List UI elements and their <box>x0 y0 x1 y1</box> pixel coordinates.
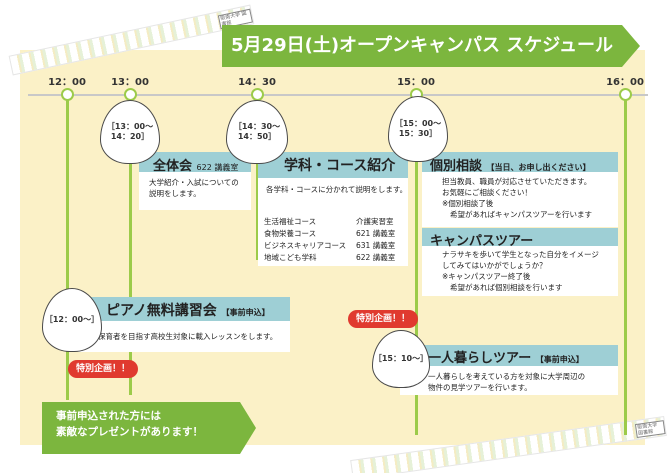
time-egg: ［12：00～］ <box>42 288 102 352</box>
note-line: 素敵なプレゼントがあります！ <box>56 426 203 438</box>
time-label: 15：00 <box>397 77 435 88</box>
time-marker <box>619 88 632 101</box>
time-egg: ［15：10～］ <box>372 330 430 388</box>
body-line: ※キャンパスツアー終了後 <box>442 272 531 281</box>
course-name: 地域こども学科 <box>264 253 317 262</box>
time-marker <box>61 88 74 101</box>
body-line: 物件の見学ツアーを行います。 <box>428 383 532 392</box>
hitorigurashi-card: 一人暮らしツアー 【事前申込】 一人暮らしを考えている方を対象に大学周辺の 物件… <box>400 345 618 395</box>
piano-title-text: ピアノ無料講習会 <box>106 303 217 319</box>
zentaikai-room: 622 講義室 <box>196 163 239 172</box>
kobetsu-title: 個別相談 【当日、お申し出ください】 <box>430 155 591 174</box>
time-line <box>129 90 132 395</box>
hitorigurashi-title-text: 一人暮らしツアー <box>428 351 532 366</box>
course-row: 食物栄養コース 621 講義室 <box>264 228 395 240</box>
time-label: 16：00 <box>606 77 644 88</box>
gakka-intro: 各学科・コースに分かれて説明をします。 <box>266 185 408 194</box>
zentaikai-title: 全体会 622 講義室 <box>153 155 238 174</box>
body-line: 大学紹介・入試についての <box>149 178 239 187</box>
special-event-badge: 特別企画！！ <box>68 360 139 378</box>
time-egg: ［13：00～ 14：20］ <box>100 100 160 164</box>
hitorigurashi-body: 一人暮らしを考えている方を対象に大学周辺の 物件の見学ツアーを行います。 <box>428 371 585 393</box>
piano-tag: 【事前申込】 <box>221 308 270 317</box>
card-inner <box>139 172 251 210</box>
time-label: 13：00 <box>111 77 149 88</box>
card-inner <box>422 172 618 227</box>
hitorigurashi-title: 一人暮らしツアー 【事前申込】 <box>428 347 584 366</box>
course-row: 地域こども学科 622 講義室 <box>264 252 395 264</box>
campus-tour-title: キャンパスツアー <box>430 234 534 249</box>
time-line <box>66 90 69 400</box>
zentaikai-body: 大学紹介・入試についての 説明をします。 <box>149 177 239 199</box>
tape-logo: 阪南大学 図書館 <box>634 420 666 439</box>
time-label: 12：00 <box>48 77 86 88</box>
course-table: 生活福祉コース 介護実習室 食物栄養コース 621 講義室 ビジネスキャリアコー… <box>264 216 395 264</box>
zentaikai-title-text: 全体会 <box>153 159 193 174</box>
piano-body: 保育者を目指す高校生対象に載入レッスンをします。 <box>98 332 278 341</box>
piano-card: ピアノ無料講習会 【事前申込】 保育者を目指す高校生対象に載入レッスンをします。 <box>78 297 290 352</box>
course-room: 631 講義室 <box>356 241 396 250</box>
kobetsu-card: 個別相談 【当日、お申し出ください】 担当教員、職員が対応させていただきます。 … <box>422 152 618 227</box>
time-egg: ［14：30～ 14：50］ <box>226 100 288 164</box>
campus-tour-card: キャンパスツアー ナラサキを歩いて学生となった自分をイメージ してみてはいかがで… <box>422 228 618 296</box>
course-room: 介護実習室 <box>356 217 394 226</box>
card-inner <box>258 178 408 266</box>
kobetsu-title-text: 個別相談 <box>430 159 483 174</box>
body-line: 希望があれば個別相談を行います <box>450 283 563 292</box>
body-line: ナラサキを歩いて学生となった自分をイメージ <box>442 250 599 259</box>
body-line: お気軽にご相談ください！ <box>442 188 532 197</box>
present-note: 事前申込された方には 素敵なプレゼントがあります！ <box>42 402 256 454</box>
time-label: 14：30 <box>238 77 276 88</box>
hitorigurashi-tag: 【事前申込】 <box>535 355 584 364</box>
kobetsu-body: 担当教員、職員が対応させていただきます。 お気軽にご相談ください！ ※個別相談了… <box>442 176 592 220</box>
course-name: 食物栄養コース <box>264 229 317 238</box>
course-row: ビジネスキャリアコース 631 講義室 <box>264 240 395 252</box>
time-line <box>415 90 418 435</box>
note-line: 事前申込された方には <box>56 410 161 422</box>
timeline-axis <box>28 94 648 96</box>
body-line: ※個別相談了後 <box>442 199 494 208</box>
body-line: 希望があればキャンパスツアーを行います <box>450 210 593 219</box>
body-line: 担当教員、職員が対応させていただきます。 <box>442 177 592 186</box>
time-line <box>624 90 627 435</box>
card-inner <box>400 366 618 395</box>
gakka-title: 学科・コース紹介 <box>284 158 396 174</box>
campus-tour-body: ナラサキを歩いて学生となった自分をイメージ してみてはいかがでしょうか？ ※キャ… <box>442 249 599 293</box>
gakka-card: 学科・コース紹介 各学科・コースに分かれて説明をします。 <box>258 152 408 266</box>
time-egg: ［15：00～ 15：30］ <box>388 96 448 162</box>
card-inner <box>78 321 290 352</box>
body-line: 説明をします。 <box>149 189 201 198</box>
course-room: 621 講義室 <box>356 229 396 238</box>
course-room: 622 講義室 <box>356 253 396 262</box>
body-line: してみてはいかがでしょうか？ <box>442 261 547 270</box>
course-row: 生活福祉コース 介護実習室 <box>264 216 395 228</box>
card-inner <box>422 246 618 296</box>
kobetsu-sub: 【当日、お申し出ください】 <box>486 163 591 172</box>
page-title: 5月29日(土)オープンキャンパス スケジュール <box>222 25 640 67</box>
piano-title: ピアノ無料講習会 【事前申込】 <box>106 300 270 320</box>
body-line: 一人暮らしを考えている方を対象に大学周辺の <box>428 372 586 381</box>
course-name: 生活福祉コース <box>264 217 317 226</box>
special-event-badge: 特別企画！！ <box>348 310 419 328</box>
zentaikai-card: 全体会 622 講義室 大学紹介・入試についての 説明をします。 <box>139 152 251 210</box>
course-name: ビジネスキャリアコース <box>264 241 347 250</box>
time-line <box>256 90 259 260</box>
